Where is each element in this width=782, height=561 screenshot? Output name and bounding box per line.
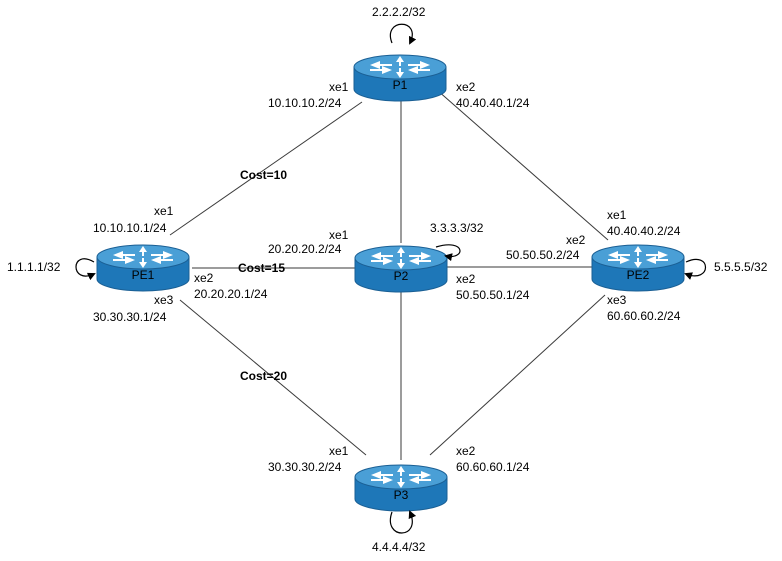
pe1-xe3-name: xe3 bbox=[154, 293, 174, 307]
router-pe2-label: PE2 bbox=[627, 268, 650, 282]
router-arrows-icon bbox=[370, 56, 430, 78]
loopback-p1-label: 2.2.2.2/32 bbox=[372, 5, 426, 19]
router-p2-label: P2 bbox=[394, 269, 409, 283]
link-p1-pe2 bbox=[436, 89, 609, 241]
pe1-xe1-name: xe1 bbox=[154, 204, 174, 218]
cost-pe1-p1: Cost=10 bbox=[240, 168, 287, 182]
p2-xe1-ip: 20.20.20.2/24 bbox=[268, 242, 342, 256]
router-top bbox=[353, 54, 447, 80]
loopback-pe2-label: 5.5.5.5/32 bbox=[714, 260, 768, 274]
router-arrows-icon bbox=[371, 466, 431, 488]
p3-xe1-ip: 30.30.30.2/24 bbox=[268, 460, 342, 474]
pe2-xe3-name: xe3 bbox=[607, 293, 627, 307]
p3-xe2-name: xe2 bbox=[456, 444, 476, 458]
pe1-xe2-name: xe2 bbox=[194, 271, 214, 285]
loopback-arrow-p1 bbox=[389, 23, 417, 45]
router-p1: P1 bbox=[353, 54, 447, 102]
p2-xe2-ip: 50.50.50.1/24 bbox=[456, 288, 530, 302]
router-arrows-icon bbox=[371, 247, 431, 269]
router-pe2: PE2 bbox=[591, 244, 685, 292]
p1-xe2-name: xe2 bbox=[456, 80, 476, 94]
router-p3: P3 bbox=[354, 464, 448, 512]
link-pe1-p3 bbox=[179, 299, 367, 456]
loopback-arrow-p2 bbox=[435, 244, 461, 262]
p3-xe1-name: xe1 bbox=[329, 444, 349, 458]
links bbox=[169, 89, 609, 460]
pe1-xe3-ip: 30.30.30.1/24 bbox=[93, 310, 167, 324]
router-p1-label: P1 bbox=[393, 78, 408, 92]
pe1-xe2-ip: 20.20.20.1/24 bbox=[194, 287, 268, 301]
link-pe1-p1 bbox=[169, 101, 363, 236]
loopback-arrow-p3 bbox=[389, 510, 417, 534]
p1-xe1-ip: 10.10.10.2/24 bbox=[268, 96, 342, 110]
router-arrows-icon bbox=[608, 246, 668, 268]
router-top bbox=[96, 244, 190, 270]
pe2-xe2-ip: 50.50.50.2/24 bbox=[506, 248, 580, 262]
loopback-p3-label: 4.4.4.4/32 bbox=[372, 540, 426, 554]
router-p2: P2 bbox=[354, 245, 448, 293]
loopback-arrow-pe1 bbox=[75, 258, 96, 281]
loopback-arrow-pe2 bbox=[684, 259, 707, 280]
router-arrows-icon bbox=[113, 246, 173, 268]
pe2-xe2-name: xe2 bbox=[566, 233, 586, 247]
cost-pe1-p2: Cost=15 bbox=[238, 261, 285, 275]
loopback-p2-label: 3.3.3.3/32 bbox=[430, 221, 484, 235]
p3-xe2-ip: 60.60.60.1/24 bbox=[456, 460, 530, 474]
router-top bbox=[591, 244, 685, 270]
router-top bbox=[354, 464, 448, 490]
pe2-xe3-ip: 60.60.60.2/24 bbox=[607, 309, 681, 323]
p1-xe1-name: xe1 bbox=[329, 80, 349, 94]
loopback-pe1-label: 1.1.1.1/32 bbox=[7, 260, 61, 274]
cost-pe1-p3: Cost=20 bbox=[240, 369, 287, 383]
pe2-xe1-name: xe1 bbox=[607, 208, 627, 222]
router-p3-label: P3 bbox=[394, 488, 409, 502]
p1-xe2-ip: 40.40.40.1/24 bbox=[456, 96, 530, 110]
router-pe1-label: PE1 bbox=[132, 268, 155, 282]
p2-xe2-name: xe2 bbox=[456, 272, 476, 286]
p2-xe1-name: xe1 bbox=[329, 228, 349, 242]
pe1-xe1-ip: 10.10.10.1/24 bbox=[93, 221, 167, 235]
loopbacks bbox=[75, 23, 707, 534]
router-pe1: PE1 bbox=[96, 244, 190, 292]
link-pe2-p3 bbox=[429, 294, 606, 456]
pe2-xe1-ip: 40.40.40.2/24 bbox=[607, 224, 681, 238]
